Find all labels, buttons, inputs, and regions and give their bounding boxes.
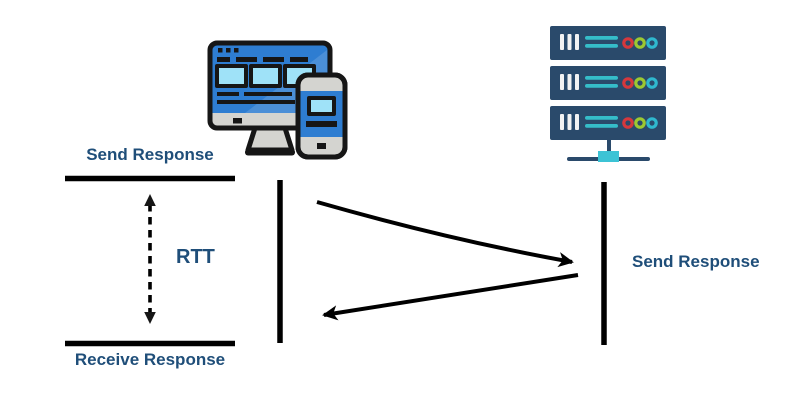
led-teal-icon <box>646 77 658 89</box>
server-unit <box>550 66 666 100</box>
monitor-stand <box>245 125 295 153</box>
rtt-span-arrow <box>144 194 156 324</box>
server-send-label: Send Response <box>632 252 760 271</box>
home-button-icon <box>317 143 326 149</box>
client-devices-icon <box>207 40 348 160</box>
server-unit <box>550 106 666 140</box>
request-arrow <box>316 200 574 268</box>
rtt-arrowhead-down-icon <box>144 312 156 324</box>
rtt-label: RTT <box>176 246 215 268</box>
monitor-stand-base <box>245 149 295 156</box>
browser-card <box>215 64 248 88</box>
led-green-icon <box>634 117 646 129</box>
server-rack-icon <box>550 26 666 162</box>
smartphone <box>295 72 348 160</box>
led-teal-icon <box>646 117 658 129</box>
led-green-icon <box>634 37 646 49</box>
phone-screen-card <box>307 96 336 116</box>
rtt-arrowhead-up-icon <box>144 194 156 206</box>
led-red-icon <box>622 117 634 129</box>
led-green-icon <box>634 77 646 89</box>
hub-stem <box>607 138 611 158</box>
client-receive-label: Receive Response <box>74 350 226 369</box>
led-red-icon <box>622 37 634 49</box>
server-unit <box>550 26 666 60</box>
browser-card <box>249 64 282 88</box>
led-teal-icon <box>646 37 658 49</box>
led-red-icon <box>622 77 634 89</box>
hub-node <box>598 151 619 162</box>
response-arrow <box>322 273 579 321</box>
client-send-label: Send Response <box>86 145 214 164</box>
